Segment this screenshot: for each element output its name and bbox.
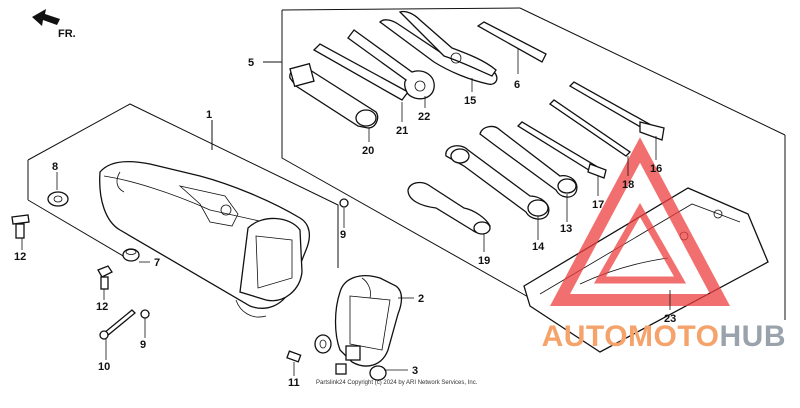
screwdriver-item-6 <box>476 21 547 63</box>
front-direction-arrow: FR. <box>32 9 76 40</box>
callout-1: 1 <box>206 109 212 121</box>
tool-box-bracket <box>27 103 339 268</box>
callout-19: 19 <box>478 255 490 267</box>
tool-bag-item-23 <box>523 187 769 353</box>
callout-15: 15 <box>464 95 476 107</box>
tool-box <box>99 160 311 318</box>
screwdriver-handle-item-16 <box>568 81 665 141</box>
callout-23: 23 <box>664 313 676 325</box>
callout-2: 2 <box>418 293 424 305</box>
brand-logo-part1: AUTOMOTO <box>541 320 720 353</box>
direction-label: FR. <box>58 28 76 40</box>
callout-8: 8 <box>52 161 58 173</box>
brand-logo: AUTOMOTOHUB <box>542 320 786 360</box>
box-wrench-item-13 <box>479 125 578 198</box>
screwdriver-item-18 <box>548 99 632 157</box>
callout-14: 14 <box>532 241 545 253</box>
pliers-item-15 <box>379 10 498 85</box>
leader-lines <box>21 48 671 376</box>
callout-labels: 1 2 3 5 6 7 8 9 9 10 11 12 12 13 14 15 1… <box>14 57 676 389</box>
bolt-item-10 <box>99 309 136 340</box>
brand-logo-part2: HUB <box>719 320 786 353</box>
callout-7: 7 <box>154 257 160 269</box>
callout-10: 10 <box>98 361 110 373</box>
nut-item-9-lower <box>140 309 150 319</box>
clip-item-11 <box>286 350 302 363</box>
lock-cylinder-item-3 <box>314 334 387 381</box>
callout-16: 16 <box>650 163 662 175</box>
callout-17: 17 <box>592 199 604 211</box>
callout-9-lower: 9 <box>140 339 146 351</box>
callout-11: 11 <box>288 377 300 389</box>
callout-9-upper: 9 <box>340 229 346 241</box>
grommet-item-8 <box>47 191 69 207</box>
copyright-notice: Partslink24 Copyright (c) 2024 by ARI Ne… <box>316 380 478 386</box>
screwdriver-grip-item-19 <box>407 181 491 235</box>
callout-20: 20 <box>362 145 374 157</box>
callout-18: 18 <box>622 179 634 191</box>
callout-12-lower: 12 <box>96 301 108 313</box>
collar-item-7 <box>122 248 140 262</box>
callout-22: 22 <box>418 111 430 123</box>
callout-3: 3 <box>412 365 418 377</box>
callout-12-upper: 12 <box>14 251 26 263</box>
tool-kit-bracket <box>263 7 786 320</box>
tool-box-lid <box>334 275 403 367</box>
callout-21: 21 <box>396 125 408 137</box>
brand-triangle-mark <box>550 137 730 306</box>
spark-plug-wrench-item-20 <box>289 62 379 129</box>
callout-6: 6 <box>514 79 520 91</box>
combination-wrench-item-14 <box>445 145 550 220</box>
screwdriver-item-17 <box>516 121 607 179</box>
callout-13: 13 <box>560 223 572 235</box>
nut-item-9-upper <box>339 198 349 208</box>
callout-5: 5 <box>248 57 254 69</box>
bolt-item-12-lower <box>97 265 113 290</box>
bolt-item-12-upper <box>11 214 30 239</box>
